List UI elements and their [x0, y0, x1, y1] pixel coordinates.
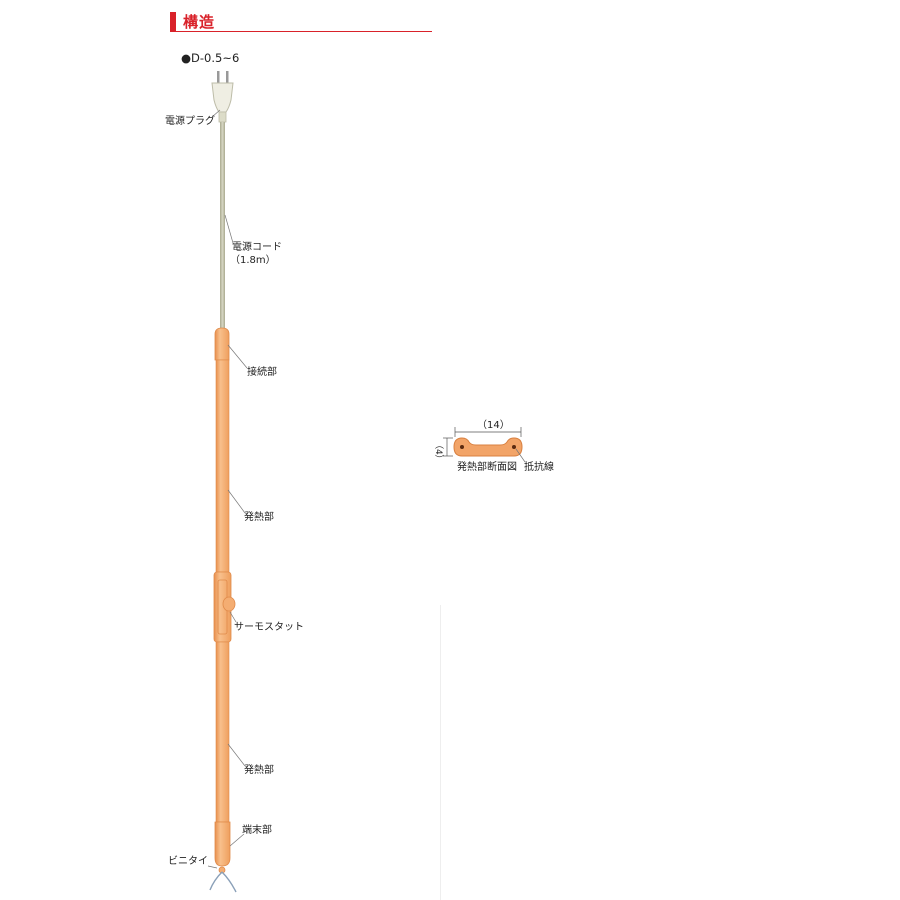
cross-section-figure — [443, 427, 526, 463]
vinyl-tie — [209, 871, 237, 893]
power-cord-label: 電源コード — [232, 242, 282, 253]
joint-label: 接続部 — [247, 367, 277, 378]
resistance-wire-label: 抵抗線 — [524, 462, 554, 473]
heater-upper-label: 発熱部 — [244, 512, 274, 523]
vinyl-tie-label: ビニタイ — [168, 856, 208, 867]
power-plug-label: 電源プラグ — [165, 116, 215, 127]
power-cord-length-label: （1.8m） — [230, 255, 276, 266]
model-label: ●D-0.5~6 — [181, 51, 240, 65]
section-marker — [170, 12, 176, 32]
section-divider — [170, 31, 432, 32]
section-title: 構造 — [183, 13, 216, 31]
power-plug — [211, 71, 234, 123]
heater-body — [213, 327, 236, 874]
leader-lines — [207, 109, 248, 869]
divider-line — [440, 605, 441, 900]
heater-lower-label: 発熱部 — [244, 765, 274, 776]
cross-section-title: 発熱部断面図 — [457, 462, 517, 473]
end-part-label: 端末部 — [242, 825, 272, 836]
power-cord — [220, 122, 225, 334]
cross-section-height-label: （4） — [433, 440, 443, 464]
cross-section-width-label: （14） — [477, 420, 510, 431]
thermostat-label: サーモスタット — [234, 622, 304, 633]
